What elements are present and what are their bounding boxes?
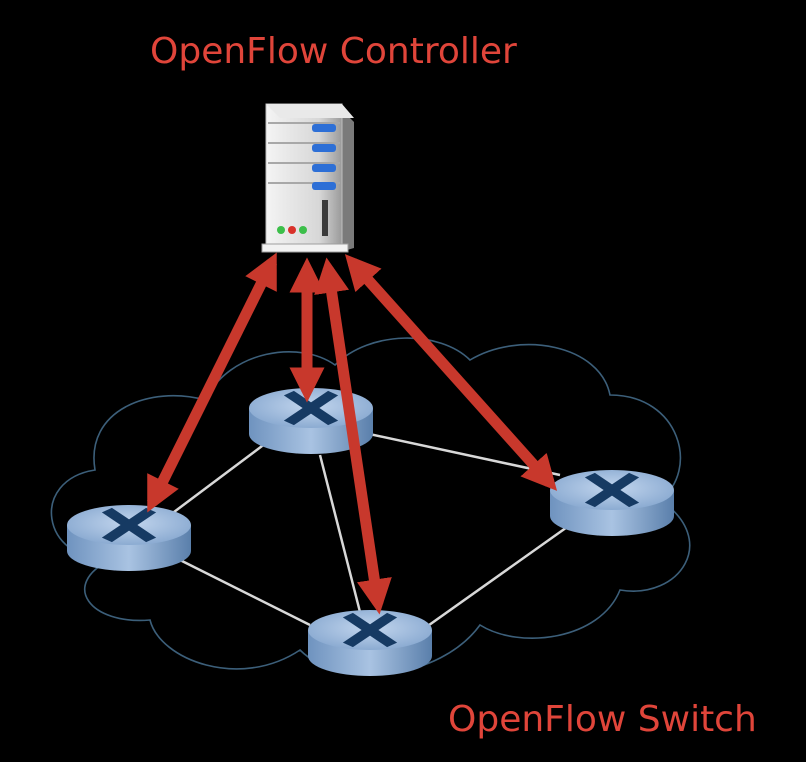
- switch-right: [550, 470, 674, 536]
- link-left-bottom: [179, 558, 311, 627]
- router-switch-icon: [67, 505, 191, 571]
- switch-left: [67, 505, 191, 571]
- controller-label: OpenFlow Controller: [150, 31, 517, 72]
- switch-label: OpenFlow Switch: [448, 699, 757, 740]
- router-switch-icon: [550, 470, 674, 536]
- channel-to-switch-left: [147, 252, 277, 513]
- link-right-bottom: [414, 523, 571, 637]
- router-switch-icon: [308, 610, 432, 676]
- controller-server: [261, 103, 354, 253]
- channel-to-switch-right: [344, 254, 558, 491]
- switch-bottom: [308, 610, 432, 676]
- server-icon: [261, 103, 354, 253]
- control-channels: [147, 252, 558, 615]
